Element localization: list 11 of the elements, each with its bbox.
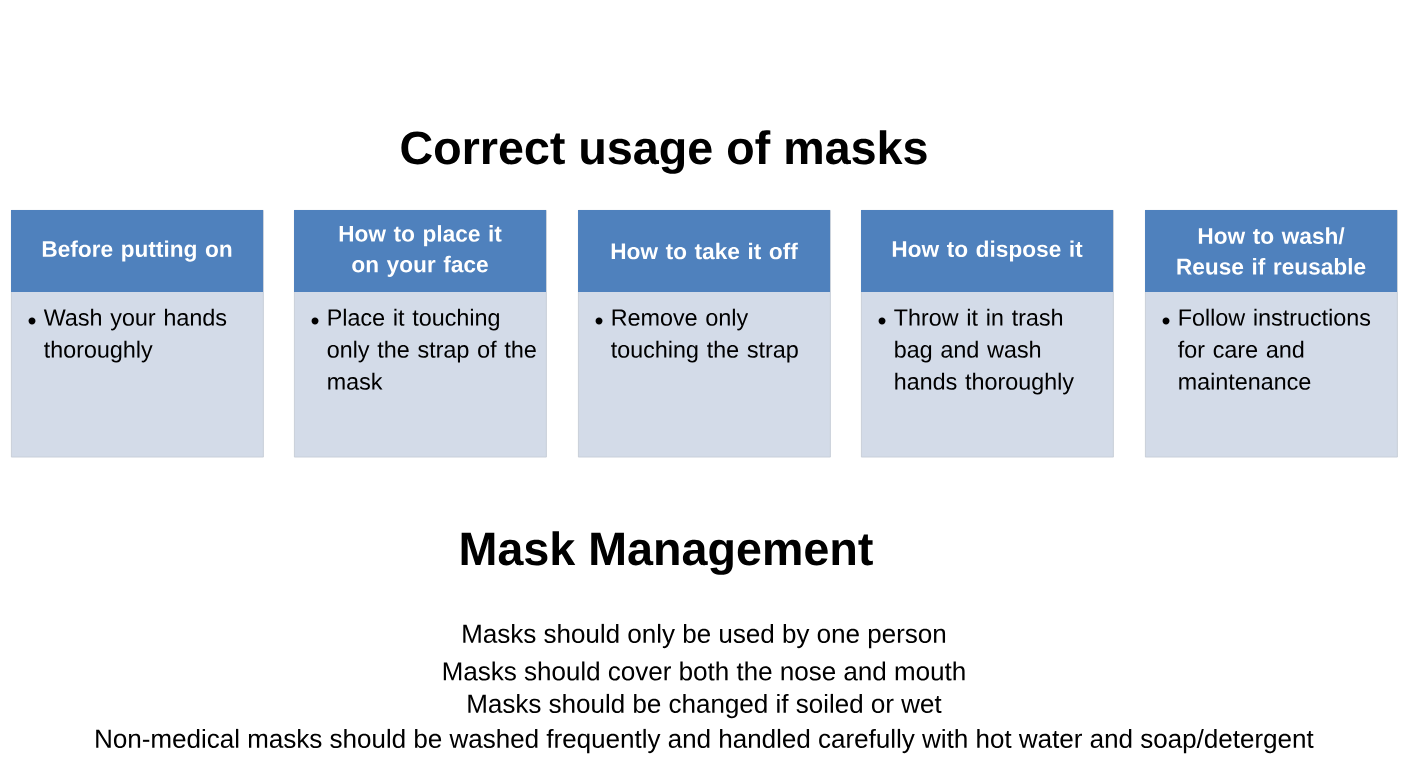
step-card: How to wash/ Reuse if reusable Follow instructions for care and maintenance <box>1145 210 1398 458</box>
title: Correct usage of masks <box>401 130 927 174</box>
step-card: Before putting on Wash your hands thoroughly <box>11 210 264 458</box>
note-text: Masks should cover both the nose and mouth <box>443 661 965 681</box>
step-card: How to take it off Remove only touching the strap <box>578 210 831 458</box>
step-card: How to dispose it Throw it in trash bag and wash hands thoroughly <box>861 210 1114 458</box>
note-text: Non-medical masks should be washed frequently and handled carefully with hot water and soap/detergent <box>96 728 1314 754</box>
note-text: Masks should only be used by one person <box>463 623 946 649</box>
step-card: How to place it on your face Place it touching only the strap of the mask <box>294 210 547 458</box>
note-text: Masks should be changed if soiled or wet <box>468 693 942 719</box>
section-heading: Mask Management <box>461 531 873 575</box>
